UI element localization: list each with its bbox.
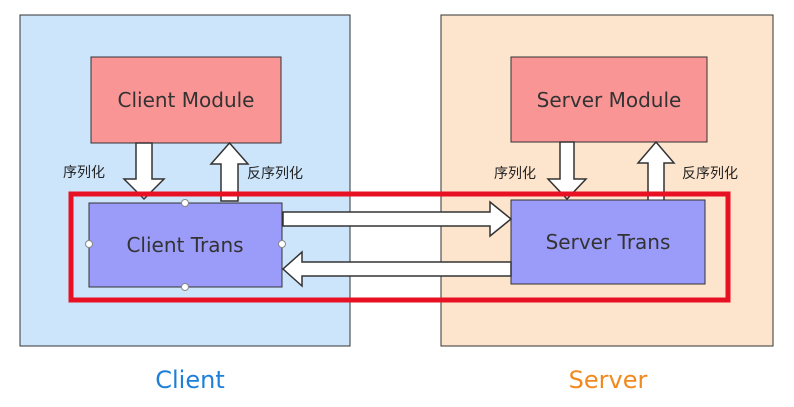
request-arrow: [282, 200, 513, 238]
client-deserialize-label: 反序列化: [247, 166, 303, 182]
client-serialize-arrow: [122, 142, 166, 201]
server-deserialize-label: 反序列化: [682, 166, 738, 182]
client-caption: Client: [155, 366, 225, 394]
server-trans-box: [510, 199, 706, 285]
server-serialize-arrow: [546, 141, 588, 201]
client-serialize-label: 序列化: [63, 165, 105, 181]
server-module-label: Server Module: [537, 88, 682, 112]
client-module-box: [90, 56, 282, 144]
selection-handle-left[interactable]: [85, 240, 93, 248]
server-module-box: [510, 56, 708, 143]
highlight-frame: [68, 191, 731, 303]
response-arrow: [281, 250, 512, 288]
selection-handle-bottom[interactable]: [181, 283, 189, 291]
client-trans-label: Client Trans: [126, 233, 243, 257]
server-caption: Server: [568, 366, 648, 394]
client-module-label: Client Module: [118, 88, 255, 112]
server-serialize-label: 序列化: [494, 166, 536, 182]
server-trans-label: Server Trans: [546, 230, 671, 254]
selection-handle-right[interactable]: [278, 240, 286, 248]
selection-handle-top[interactable]: [181, 199, 189, 207]
